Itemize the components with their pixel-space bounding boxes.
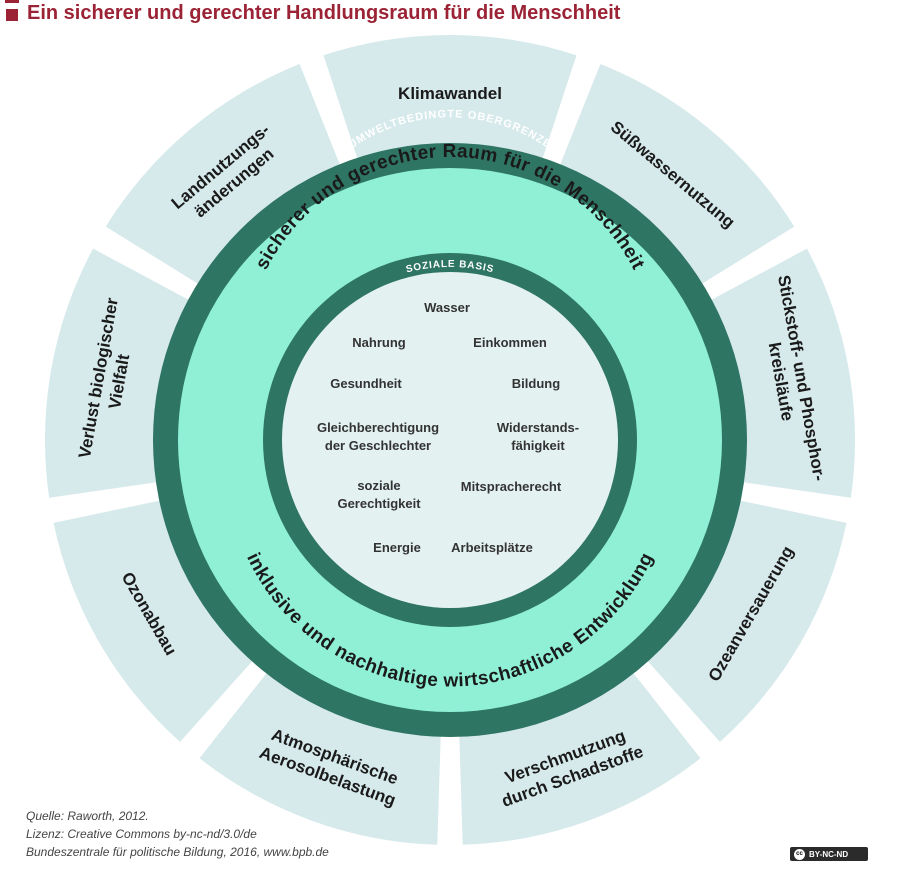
social-item: Energie <box>373 540 421 555</box>
social-item: Wasser <box>424 300 470 315</box>
social-foundation-label: SOZIALE BASIS <box>405 259 495 275</box>
social-item: Nahrung <box>352 335 406 350</box>
social-foundation-core <box>282 272 618 608</box>
social-item: Arbeitsplätze <box>451 540 533 555</box>
social-item: Gesundheit <box>330 376 402 391</box>
social-item: Bildung <box>512 376 560 391</box>
boundary-segment <box>542 63 795 309</box>
page-title: Ein sicherer und gerechter Handlungsraum… <box>27 2 621 24</box>
social-item: Einkommen <box>473 335 547 350</box>
license-line: Lizenz: Creative Commons by-nc-nd/3.0/de <box>26 827 257 841</box>
source-line: Quelle: Raworth, 2012. <box>26 809 149 823</box>
social-item: Widerstands-fähigkeit <box>497 420 579 453</box>
source-note: Quelle: Raworth, 2012. Lizenz: Creative … <box>26 807 329 861</box>
top-accent-line <box>5 0 19 3</box>
cc-license-badge[interactable]: cc BY-NC-ND <box>790 847 868 861</box>
boundary-segment <box>105 63 358 309</box>
social-item: Mitspracherecht <box>461 479 562 494</box>
boundary-label: Klimawandel <box>398 84 502 103</box>
license-badge-label: BY-NC-ND <box>809 849 849 859</box>
publisher-line: Bundeszentrale für politische Bildung, 2… <box>26 845 329 859</box>
creative-commons-icon: cc <box>794 848 805 860</box>
title-marker <box>6 9 18 21</box>
